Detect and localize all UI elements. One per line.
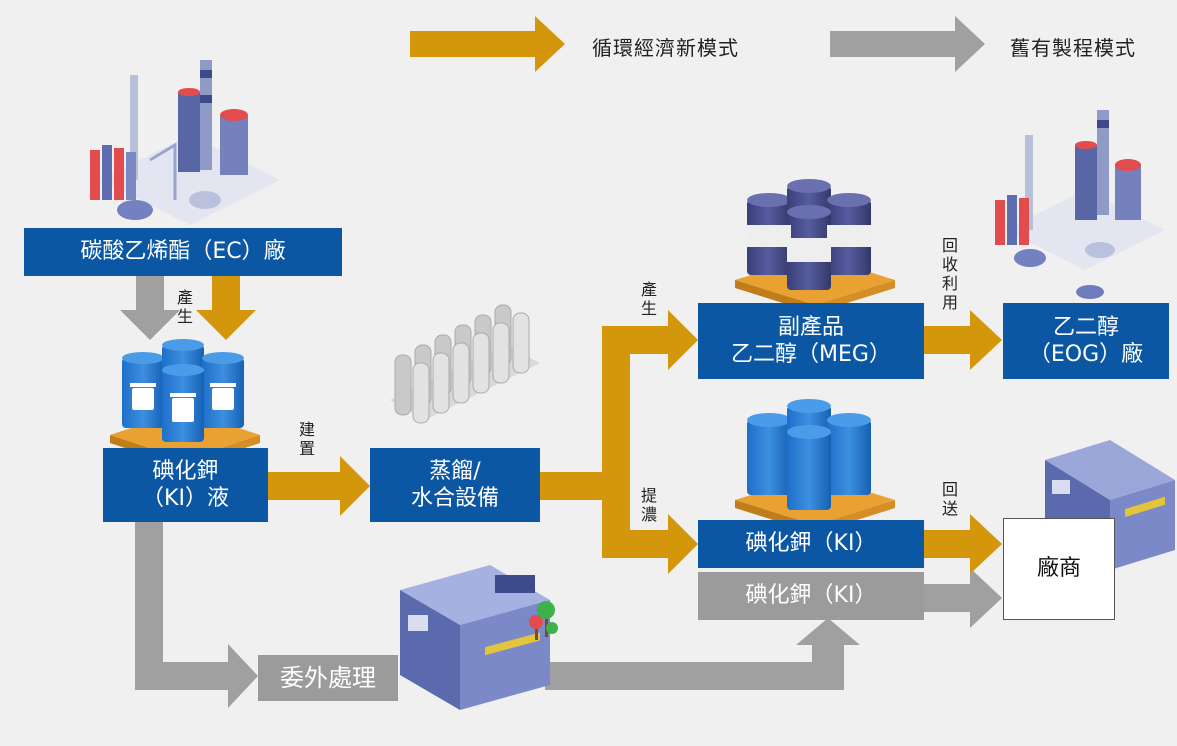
legend-arrow-new	[410, 16, 565, 72]
ec-plant-box: 碳酸乙烯酯（EC）廠	[24, 228, 342, 276]
meg-barrel-pallet-icon	[735, 179, 895, 313]
distillation-box: 蒸餾/ 水合設備	[370, 448, 540, 522]
meg-label-1: 副產品	[777, 314, 844, 340]
tree-icon	[529, 601, 558, 640]
label-return: 回送	[941, 480, 958, 518]
vendor-box: 廠商	[1003, 518, 1115, 620]
ki-liquid-label-2: （KI）液	[142, 486, 229, 511]
outsource-label: 委外處理	[280, 664, 376, 692]
ki-new-label: 碘化鉀（KI）	[745, 531, 877, 557]
ki-old-box: 碘化鉀（KI）	[698, 572, 924, 620]
ec-factory-icon	[90, 60, 280, 225]
label-produce-2: 產生	[640, 280, 657, 318]
legend-old-mode: 舊有製程模式	[1010, 36, 1136, 60]
ki-new-barrel-pallet-icon	[735, 399, 895, 533]
ki-old-label: 碘化鉀（KI）	[745, 583, 877, 609]
ki-liquid-label-1: 碘化鉀	[152, 458, 219, 484]
outsource-box: 委外處理	[258, 655, 398, 701]
meg-label-2: 乙二醇（MEG）	[731, 342, 891, 367]
eog-label-1: 乙二醇	[1052, 314, 1119, 340]
legend-arrow-old	[830, 16, 985, 72]
ki-liquid-box: 碘化鉀 （KI）液	[103, 448, 268, 522]
old-flow-arrows	[120, 275, 1002, 708]
distillation-label-1: 蒸餾/	[429, 458, 481, 484]
label-concentrate: 提濃	[640, 486, 657, 524]
label-build: 建置	[298, 420, 315, 458]
legend-new-mode: 循環經濟新模式	[592, 36, 739, 60]
vendor-label: 廠商	[1036, 556, 1081, 582]
eog-label-2: （EOG）廠	[1028, 342, 1144, 367]
ki-new-box: 碘化鉀（KI）	[698, 520, 924, 568]
ec-plant-label: 碳酸乙烯酯（EC）廠	[80, 239, 286, 265]
eog-plant-box: 乙二醇 （EOG）廠	[1003, 303, 1169, 379]
outsource-warehouse-icon	[400, 565, 550, 710]
new-flow-arrows	[196, 275, 1002, 574]
distillation-columns-icon	[390, 304, 540, 424]
distillation-label-2: 水合設備	[410, 486, 499, 511]
label-recycle: 回收利用	[941, 236, 958, 312]
label-produce-1: 產生	[176, 288, 193, 326]
eog-factory-icon	[995, 110, 1165, 299]
meg-box: 副產品 乙二醇（MEG）	[698, 303, 924, 379]
